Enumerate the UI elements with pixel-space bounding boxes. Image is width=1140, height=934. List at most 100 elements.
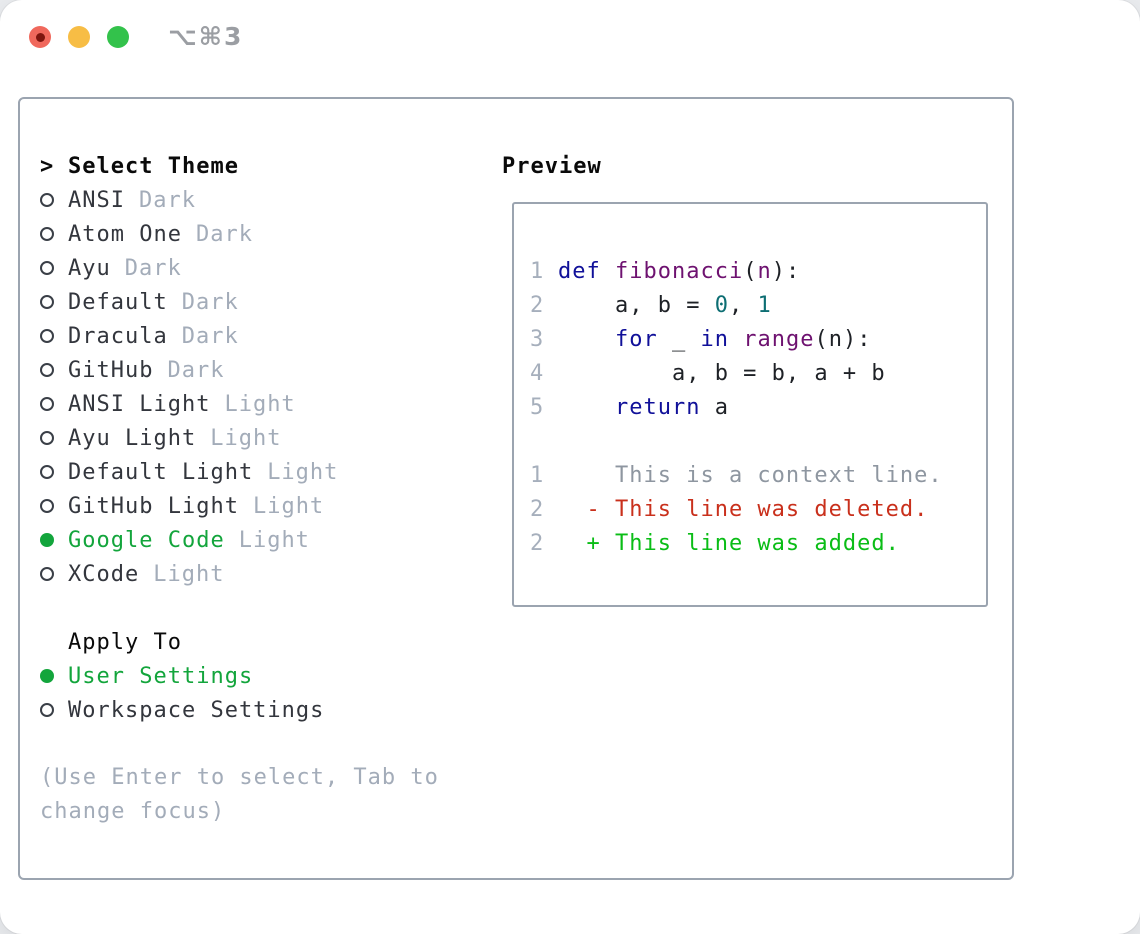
theme-variant-label: Light [238,527,310,553]
apply-to-label: User Settings [68,663,254,689]
token-pln: ): [771,258,801,284]
token-lit: 0 [714,292,729,318]
titlebar: ⌥⌘3 [0,0,1140,74]
theme-variant-label: Light [224,391,296,417]
theme-name: Atom One [68,221,182,247]
spacer [40,591,480,625]
theme-option[interactable]: ANSI Light Light [40,387,480,421]
token-pln [729,327,743,352]
line-number: 5 [530,394,559,420]
token-kwd: in [700,326,729,352]
minimize-button[interactable] [68,26,90,48]
code-line: 5 return a [530,390,986,424]
radio-icon [40,669,54,683]
theme-name: Ayu Light [68,425,197,451]
line-number: 2 [530,496,559,522]
theme-variant-label: Light [210,425,282,451]
diff-add-text: + This line was added. [558,530,900,556]
radio-icon [40,465,54,479]
diff-ctx-text: This is a context line. [558,462,943,488]
token-pln: (n): [814,326,872,352]
help-text: (Use Enter to select, Tab to change focu… [40,765,439,824]
theme-option[interactable]: ANSI Dark [40,183,480,217]
theme-option[interactable]: Dracula Dark [40,319,480,353]
theme-name: Google Code [68,527,225,553]
radio-icon [40,329,54,343]
token-pln [558,395,615,420]
radio-icon [40,567,54,581]
token-pln: _ [657,326,701,352]
theme-option[interactable]: Google Code Light [40,523,480,557]
apply-to-option[interactable]: User Settings [40,659,480,693]
apply-to-header: Apply To [40,625,480,659]
diff-line: 2 - This line was deleted. [530,492,986,526]
apply-to-label: Workspace Settings [68,697,325,723]
theme-variant-label: Dark [181,289,239,315]
code-text: for _ in range(n): [558,327,871,352]
theme-variant-label: Light [252,493,325,519]
apply-to-title: Apply To [68,629,182,655]
radio-icon [40,227,54,241]
token-pln: a, b = b, a + b [558,360,886,386]
token-pln: a [700,394,729,420]
close-button[interactable] [29,26,51,48]
token-typ: fibonacci [615,258,744,284]
line-number: 1 [530,462,559,488]
code-text: def fibonacci(n): [558,259,800,284]
theme-option[interactable]: Ayu Light Light [40,421,480,455]
line-number: 2 [530,292,559,318]
theme-option[interactable]: GitHub Light Light [40,489,480,523]
code-text: return a [558,395,729,420]
theme-name: XCode [68,561,140,587]
line-number: 4 [530,360,559,386]
code-line: 1 def fibonacci(n): [530,254,986,288]
theme-name: Default Light [68,459,254,485]
token-pln: ( [743,258,758,284]
radio-icon [40,261,54,275]
theme-option[interactable]: XCode Light [40,557,480,591]
theme-name: GitHub Light [68,493,239,519]
blank-line [530,424,986,458]
zoom-button[interactable] [107,26,129,48]
theme-variant-label: Light [153,561,225,587]
code-text: a, b = b, a + b [558,361,886,386]
theme-variant-label: Light [267,459,339,485]
theme-name: Dracula [68,323,168,349]
theme-name: ANSI Light [68,391,211,417]
code-line: 4 a, b = b, a + b [530,356,986,390]
theme-option[interactable]: Default Light Light [40,455,480,489]
theme-variant-label: Dark [195,221,253,247]
radio-icon [40,397,54,411]
token-kwd: for [614,326,658,352]
theme-name: GitHub [68,357,154,383]
token-pln [558,327,615,352]
token-pln [601,259,615,284]
theme-variant-label: Dark [181,323,239,349]
apply-to-option[interactable]: Workspace Settings [40,693,480,727]
theme-variant-label: Dark [138,187,196,213]
theme-option[interactable]: Atom One Dark [40,217,480,251]
select-theme-title: Select Theme [68,153,239,179]
token-typ: range [743,326,815,352]
theme-name: ANSI [68,187,125,213]
line-number: 2 [530,530,559,556]
code-line: 3 for _ in range(n): [530,322,986,356]
line-number: 1 [530,258,559,284]
code-line: 2 a, b = 0, 1 [530,288,986,322]
radio-icon [40,499,54,513]
theme-variant-label: Dark [124,255,182,281]
diff-line: 1 This is a context line. [530,458,986,492]
radio-icon [40,533,54,547]
radio-icon [40,703,54,717]
select-theme-header: >Select Theme [40,149,480,183]
token-pln: a, b = [558,292,715,318]
